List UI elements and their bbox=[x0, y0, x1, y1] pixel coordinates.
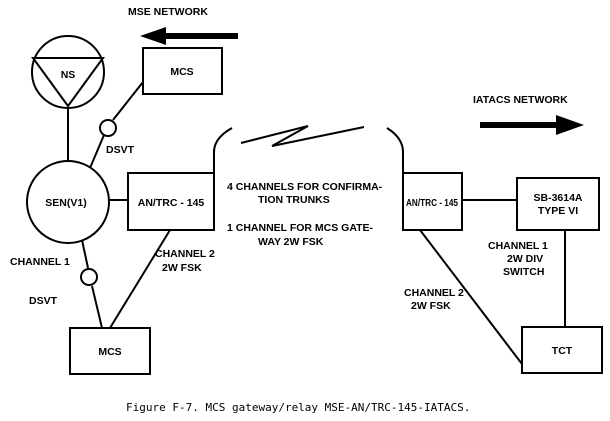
mcs-bottom-label: MCS bbox=[98, 346, 121, 358]
mcs-top-label: MCS bbox=[170, 66, 193, 78]
dsvt-top-node bbox=[99, 119, 117, 137]
dsvt-top-label: DSVT bbox=[106, 144, 135, 156]
figure-caption: Figure F-7. MCS gateway/relay MSE-AN/TRC… bbox=[126, 401, 470, 414]
radio-link-right-arc bbox=[386, 127, 404, 153]
dsvt-bottom-node bbox=[80, 268, 98, 286]
iatacs-network-label: IATACS NETWORK bbox=[473, 94, 568, 106]
channel2-left-label-1: CHANNEL 2 bbox=[155, 248, 215, 260]
channel1-right-label-3: SWITCH bbox=[503, 266, 544, 278]
sb-3614a-box bbox=[516, 177, 600, 231]
antrc-left-box bbox=[127, 172, 215, 231]
mcs-top-dsvt-link bbox=[112, 81, 144, 121]
channel2-left-label-2: 2W FSK bbox=[162, 262, 202, 274]
tct-box bbox=[521, 326, 603, 374]
dsvt-mcs-bottom-link bbox=[91, 285, 103, 329]
radio-link-left-arc bbox=[213, 127, 233, 153]
mse-arrow-icon bbox=[140, 27, 238, 45]
dsvt-sen-link bbox=[89, 134, 105, 169]
antrc-right-label: AN/TRC - 145 bbox=[406, 197, 458, 209]
tct-label: TCT bbox=[552, 345, 573, 357]
ns-label: NS bbox=[61, 69, 76, 81]
sen-dsvt-bottom-link bbox=[81, 239, 89, 269]
channel2-right-label-1: CHANNEL 2 bbox=[404, 287, 464, 299]
gateway-label-1: 1 CHANNEL FOR MCS GATE- bbox=[227, 222, 374, 234]
channel1-left-label: CHANNEL 1 bbox=[10, 256, 70, 268]
antrc-mcs-bottom-link bbox=[109, 229, 171, 329]
trunks-label-1: 4 CHANNELS FOR CONFIRMA- bbox=[227, 181, 383, 193]
sen-label: SEN(V1) bbox=[45, 197, 86, 209]
iatacs-arrow-icon bbox=[480, 115, 584, 135]
channel2-right-label-2: 2W FSK bbox=[411, 300, 451, 312]
sb-3614a-label-1: SB-3614A bbox=[533, 192, 582, 204]
antrc-right-tct-link bbox=[419, 229, 523, 365]
antrc-left-label: AN/TRC - 145 bbox=[138, 197, 205, 209]
antrc-right-box bbox=[402, 172, 463, 231]
gateway-label-2: WAY 2W FSK bbox=[258, 236, 324, 248]
dsvt-bottom-label: DSVT bbox=[29, 295, 58, 307]
channel1-right-label-1: CHANNEL 1 bbox=[488, 240, 548, 252]
sb-3614a-label-2: TYPE VI bbox=[538, 205, 578, 217]
lightning-bolt-icon bbox=[240, 125, 365, 147]
mcs-bottom-box bbox=[69, 327, 151, 375]
sen-node bbox=[26, 160, 110, 244]
channel1-right-label-2: 2W DIV bbox=[507, 253, 543, 265]
mse-network-label: MSE NETWORK bbox=[128, 6, 208, 18]
ns-triangle-icon bbox=[31, 57, 105, 108]
mcs-top-box bbox=[142, 47, 223, 95]
trunks-label-2: TION TRUNKS bbox=[258, 194, 330, 206]
